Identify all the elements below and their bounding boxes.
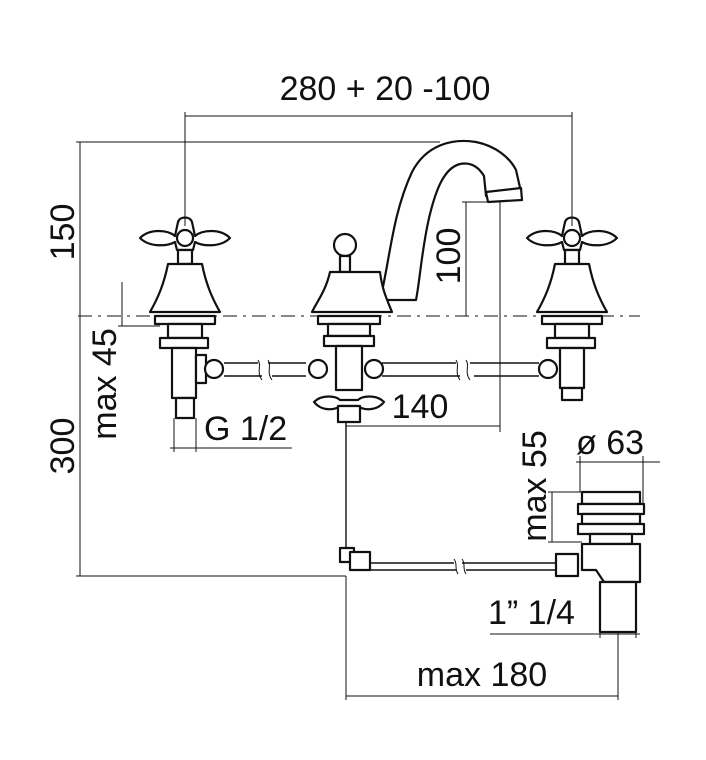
- dim-height-bottom: 300: [44, 418, 82, 475]
- dim-diameter: ø 63: [576, 424, 644, 462]
- left-flange: [153, 314, 217, 326]
- center-flange: [316, 314, 382, 326]
- left-nut: [166, 322, 204, 340]
- dim-spout-height: 100: [430, 228, 468, 285]
- popup-rod: [338, 254, 352, 274]
- right-valve: [382, 216, 619, 402]
- center-shank: [334, 344, 364, 392]
- center-nut: [326, 322, 372, 338]
- center-lock-nut: [322, 334, 376, 348]
- left-valve-body: [148, 262, 222, 314]
- left-handle-hub: [175, 228, 195, 248]
- rod-clamp-2: [348, 550, 372, 572]
- dim-max-45: max 45: [86, 328, 124, 440]
- left-shank-end: [174, 396, 196, 420]
- linkage-break-2: [461, 558, 467, 575]
- waste-nut: [588, 532, 634, 546]
- wing-nut-icon: [312, 395, 386, 411]
- waste-assembly: [338, 422, 646, 634]
- left-pipe-break-2: [267, 359, 273, 381]
- left-valve: [138, 216, 306, 420]
- left-shank: [170, 346, 198, 400]
- waste-body: [580, 542, 642, 584]
- right-handle-hub: [562, 228, 582, 248]
- center-right-fitting: [363, 358, 385, 380]
- right-fitting: [537, 358, 559, 380]
- spout-assembly: [307, 139, 524, 424]
- dim-overall-width: 280 + 20 -100: [280, 70, 491, 108]
- dim-thread: G 1/2: [204, 410, 287, 448]
- right-lock-nut: [545, 336, 597, 350]
- waste-ring-2: [576, 522, 646, 536]
- popup-knob: [332, 232, 358, 258]
- linkage-knob: [554, 552, 580, 578]
- spout-base: [310, 270, 394, 314]
- right-valve-body: [535, 262, 609, 314]
- right-pipe-break: [465, 359, 471, 381]
- dim-waste-thread: 1” 1/4: [488, 594, 575, 632]
- center-left-fitting: [307, 358, 329, 380]
- spout-aerator: [484, 186, 524, 204]
- waste-ring: [580, 512, 642, 526]
- dim-max-55: max 55: [516, 430, 554, 542]
- left-lock-nut: [158, 336, 210, 350]
- left-pipe-break: [257, 359, 263, 381]
- linkage-break: [453, 558, 459, 575]
- dim-height-top: 150: [44, 204, 82, 261]
- waste-flange: [576, 502, 646, 516]
- right-stem: [563, 248, 581, 266]
- right-shank-end: [560, 386, 584, 402]
- left-fitting: [203, 358, 225, 380]
- right-shank: [558, 346, 586, 390]
- right-pipe-break-2: [455, 359, 461, 381]
- dim-max-180: max 180: [417, 656, 547, 694]
- left-stem: [176, 248, 194, 266]
- waste-plug: [580, 490, 642, 506]
- right-nut: [553, 322, 591, 340]
- threaded-stud: [336, 404, 362, 424]
- right-flange: [540, 314, 604, 326]
- spout-icon: [378, 139, 523, 302]
- dim-spout-reach: 140: [392, 388, 449, 426]
- waste-tail: [598, 580, 638, 634]
